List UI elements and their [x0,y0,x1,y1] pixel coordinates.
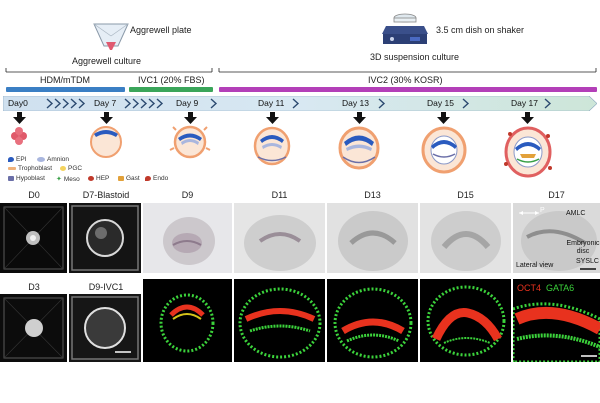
media-bar-ivc2 [219,87,597,92]
annotation-syslc: SYSLC [576,258,599,265]
panel-title-d13: D13 [364,190,381,200]
panel-title-d7-blastoid: D7-Blastoid [82,190,130,200]
annotation-embryonic-disc: Embryonic disc [566,240,600,255]
media-bar-ivc1 [129,87,213,92]
day-label-11: Day 11 [258,98,285,108]
panel-title-d0: D0 [28,190,40,200]
panel-title-d9-ivc1: D9-IVC1 [88,282,124,292]
media-label-ivc2: IVC2 (30% KOSR) [368,75,443,85]
annotation-lateral-view: Lateral view [516,262,554,269]
panel-title-d15: D15 [457,190,474,200]
circle-icon [60,165,66,171]
star-icon: ✦ [56,176,62,183]
legend-item-amnion: Amnion [37,156,69,163]
panel-title-d3: D3 [28,282,40,292]
dish-on-shaker-label: 3.5 cm dish on shaker [436,25,525,35]
day-label-13: Day 13 [342,98,369,108]
day-label-9: Day 9 [176,98,199,108]
panel-title-d9: D9 [181,190,194,200]
day11-schematic [253,126,291,166]
culture-bracket [5,68,597,73]
photo-d9 [143,203,232,273]
media-bar-hdm [6,87,125,92]
day9-schematic [169,125,211,159]
annotation-amlc: AMLC [566,210,586,217]
day17-schematic [504,126,552,178]
legend-item-hep: HEP [88,175,109,182]
fluor-d13 [327,279,418,362]
bar-icon [8,166,16,170]
label-oct4: OCT4 [517,283,542,293]
day0-cell-cluster [11,127,27,145]
aggrewell-plate-icon [92,20,130,54]
photo-d0 [0,203,67,273]
oval-icon [37,156,45,162]
square-icon [118,175,124,181]
fluor-d11 [234,279,325,362]
fluor-d17 [513,279,600,362]
aggrewell-plate-label: Aggrewell plate [130,25,192,35]
day15-schematic [421,126,467,174]
day-label-15: Day 15 [427,98,454,108]
media-label-hdm: HDM/mTDM [40,75,90,85]
legend-item-epi: EPI [8,156,26,163]
photo-d9-ivc1 [69,294,141,362]
photo-d3 [0,294,67,362]
stage-schematics [11,125,552,178]
aggrewell-culture-label: Aggrewell culture [72,56,142,66]
media-label-ivc1: IVC1 (20% FBS) [138,75,205,85]
circle-icon [88,175,94,181]
panel-title-d11: D11 [271,190,288,200]
fluor-d9 [143,279,232,362]
photo-d7-blastoid [69,203,141,273]
stage-arrows [13,112,534,124]
legend-item-meso: ✦Meso [56,176,80,183]
annotation-p: P [540,207,545,214]
legend-item-pgc: PGC [60,165,82,172]
suspension-culture-label: 3D suspension culture [370,52,460,62]
shaker-icon [380,8,430,48]
legend-item-gast: Gast [118,175,140,182]
label-gata6: GATA6 [546,283,575,293]
drop-icon [8,156,14,162]
day-label-17: Day 17 [511,98,538,108]
photo-d13 [327,203,418,273]
legend-item-hypoblast: Hypoblast [8,175,45,182]
day7-blastoid-schematic [90,126,122,158]
day-label-0: Day0 [8,98,28,108]
day13-schematic [338,126,380,170]
photo-d17 [513,203,600,273]
square-icon [8,175,14,181]
legend-item-trophoblast: Trophoblast [8,165,52,172]
fluor-d15 [420,279,511,362]
photo-d11 [234,203,325,273]
day-label-7: Day 7 [94,98,117,108]
photo-d15 [420,203,511,273]
panel-title-d17: D17 [548,190,565,200]
drop-icon [145,175,151,181]
timeline-arrow [3,96,597,111]
legend-item-endo: Endo [145,175,168,182]
